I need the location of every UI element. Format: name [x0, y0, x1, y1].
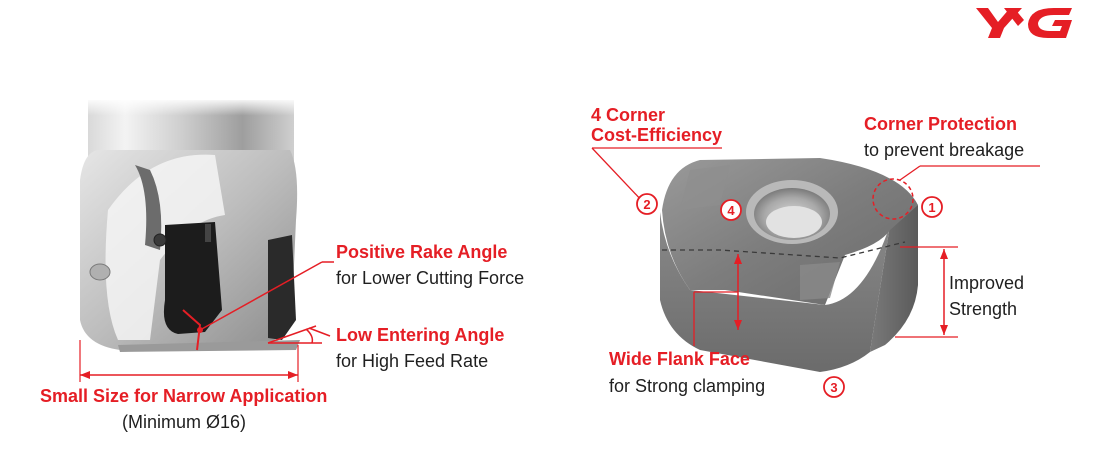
entering-angle-title: Low Entering Angle: [336, 325, 505, 345]
side-screw-hole: [89, 263, 111, 281]
flank-face-title: Wide Flank Face: [609, 349, 750, 369]
end-mill-illustration: [79, 98, 334, 382]
rake-angle-desc: for Lower Cutting Force: [336, 268, 525, 288]
insert-edge-highlight: [205, 224, 211, 242]
flute-groove: [135, 165, 162, 250]
yg-logo: YG: [974, 6, 1072, 38]
tool-bottom-edge: [118, 340, 300, 352]
entering-angle-desc: for High Feed Rate: [336, 351, 489, 371]
corner-efficiency-title-line2: Cost-Efficiency: [591, 125, 723, 145]
size-dim-arrow-left: [80, 371, 90, 379]
corner-badge-4: 4: [720, 199, 742, 221]
flank-arrow-bottom: [734, 320, 742, 330]
flank-arrow-top: [734, 254, 742, 264]
corner-pad-left: [680, 165, 730, 210]
strength-line1: Improved: [949, 273, 1025, 293]
insert-flank-face: [660, 212, 890, 372]
flank-face-desc: for Strong clamping: [609, 376, 766, 396]
entering-angle-line: [267, 325, 317, 344]
back-insert: [268, 235, 296, 340]
size-desc: (Minimum Ø16): [122, 412, 247, 432]
logo-text: YG: [974, 6, 976, 7]
corner-number-4: 4: [727, 203, 735, 218]
corner-badge-3: 3: [823, 376, 845, 398]
corner-efficiency-title-line1: 4 Corner: [591, 105, 666, 125]
entering-leader-line: [308, 327, 331, 337]
corner-badge-1: 1: [921, 196, 943, 218]
corner-number-1: 1: [928, 200, 935, 215]
corner-protection-circle: [872, 178, 914, 220]
corner-protection-title: Corner Protection: [864, 114, 1018, 134]
insert-hole-depth: [766, 206, 822, 238]
insert-screw: [153, 233, 167, 247]
rake-leader-dot: [197, 327, 203, 333]
protection-leader-line: [899, 165, 921, 181]
corner-number-2: 2: [643, 197, 650, 212]
strength-arrow-top: [940, 249, 948, 259]
strength-line2: Strength: [949, 299, 1018, 319]
rake-leader-line: [199, 261, 323, 331]
entering-angle-arc: [305, 328, 314, 344]
corner-badge-2: 2: [636, 193, 658, 215]
corner-protection-desc: to prevent breakage: [864, 140, 1025, 160]
strength-arrow-bottom: [940, 325, 948, 335]
corner-number-3: 3: [830, 380, 837, 395]
size-title: Small Size for Narrow Application: [40, 386, 328, 406]
rake-angle-marker: [182, 309, 202, 351]
rake-angle-title: Positive Rake Angle: [336, 242, 508, 262]
corner2-leader-line: [591, 147, 645, 204]
size-dim-arrow-right: [288, 371, 298, 379]
insert-right-face: [870, 205, 918, 352]
corner-pad-right: [800, 262, 840, 300]
front-insert: [163, 222, 222, 334]
hidden-edge: [662, 241, 906, 259]
insert-illustration: 1 2 3 4: [591, 147, 1040, 398]
